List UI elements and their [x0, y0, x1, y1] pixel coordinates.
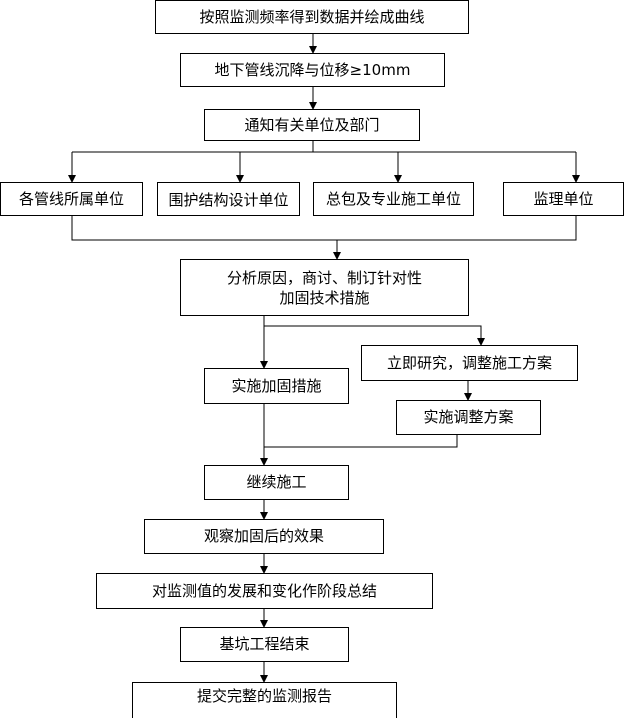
- node-submit-report-label: 提交完整的监测报告: [196, 687, 332, 705]
- node-threshold-label: 地下管线沉降与位移≥10mm: [214, 60, 411, 79]
- connector-adjust-merge: [264, 435, 458, 448]
- node-pit-end: 基坑工程结束: [180, 627, 349, 662]
- node-implement-reinforce-label: 实施加固措施: [231, 376, 322, 395]
- node-retaining-design: 围护结构设计单位: [157, 182, 300, 216]
- node-supervisor: 监理单位: [503, 182, 624, 216]
- arrow-analyze-to-study: [264, 325, 485, 346]
- node-implement-reinforce: 实施加固措施: [204, 368, 349, 404]
- node-implement-adjust-label: 实施调整方案: [423, 408, 514, 426]
- node-continue-label: 继续施工: [246, 473, 307, 491]
- connector-units-merge: [71, 216, 577, 241]
- node-retaining-design-label: 围护结构设计单位: [168, 191, 289, 209]
- node-study-adjust: 立即研究，调整施工方案: [361, 345, 578, 381]
- node-pipeline-owner-label: 各管线所属单位: [18, 189, 124, 208]
- node-supervisor-label: 监理单位: [533, 189, 594, 208]
- node-observe-label: 观察加固后的效果: [203, 527, 324, 545]
- node-implement-adjust: 实施调整方案: [396, 400, 541, 435]
- node-notify: 通知有关单位及部门: [204, 109, 420, 141]
- node-curve-label: 按照监测频率得到数据并绘成曲线: [199, 7, 425, 26]
- node-general-contractor-label: 总包及专业施工单位: [325, 189, 461, 208]
- node-submit-report: 提交完整的监测报告: [132, 682, 397, 718]
- node-continue: 继续施工: [204, 465, 349, 500]
- node-analyze-label-line1: 分析原因，商讨、制订针对性: [226, 268, 422, 287]
- node-summary-label: 对监测值的发展和变化作阶段总结: [151, 581, 377, 600]
- node-general-contractor: 总包及专业施工单位: [313, 182, 474, 216]
- node-analyze-label-line2: 加固技术措施: [279, 288, 370, 307]
- node-summary: 对监测值的发展和变化作阶段总结: [96, 573, 433, 609]
- node-pipeline-owner: 各管线所属单位: [0, 182, 143, 216]
- node-study-adjust-label: 立即研究，调整施工方案: [386, 353, 552, 372]
- node-threshold: 地下管线沉降与位移≥10mm: [180, 53, 445, 87]
- node-observe: 观察加固后的效果: [144, 519, 384, 554]
- node-curve: 按照监测频率得到数据并绘成曲线: [155, 0, 469, 34]
- node-analyze: 分析原因，商讨、制订针对性 加固技术措施: [180, 259, 469, 316]
- node-pit-end-label: 基坑工程结束: [219, 635, 310, 653]
- node-notify-label: 通知有关单位及部门: [244, 115, 380, 134]
